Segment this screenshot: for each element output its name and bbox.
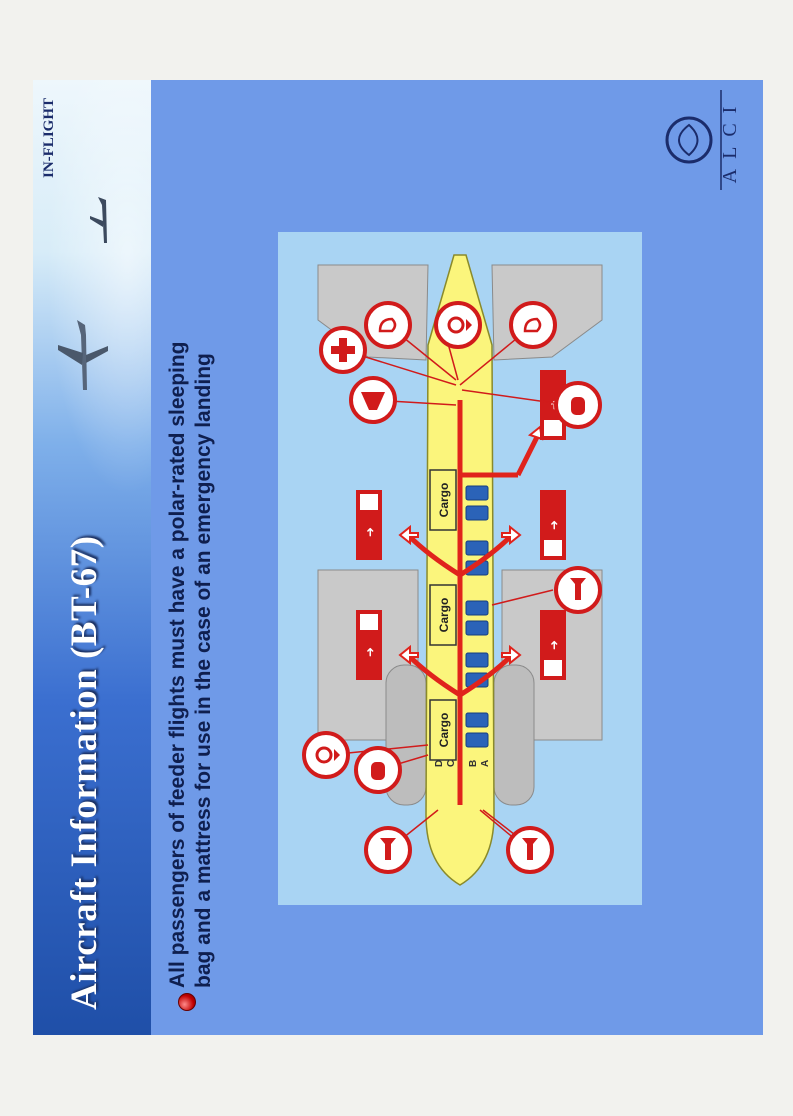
hand-signal-icon-2 xyxy=(509,301,557,349)
fire-extinguisher-icon-2 xyxy=(554,381,602,429)
exit-sign-bottom-1: ➜ xyxy=(540,610,566,680)
svg-text:➜: ➜ xyxy=(547,520,561,530)
hand-signal-icon-1 xyxy=(364,301,412,349)
passenger-seats xyxy=(465,485,489,748)
oxygen-mask-icon-1 xyxy=(302,731,350,779)
over-wing-exit-routes xyxy=(406,533,514,698)
cargo-area-3: Cargo xyxy=(429,469,457,531)
cargo-area-2: Cargo xyxy=(429,584,457,646)
cargo-label-2: Cargo xyxy=(437,598,451,633)
bullet-icon xyxy=(178,993,196,1011)
exit-arrows xyxy=(398,425,544,666)
header-banner: Aircraft Information (BT-67) IN-FLIGHT xyxy=(33,80,151,1035)
seat-letter-c: C xyxy=(446,760,457,767)
bullet-text: All passengers of feeder flights must ha… xyxy=(165,118,217,988)
svg-text:➜: ➜ xyxy=(547,640,561,650)
right-engine xyxy=(493,664,535,806)
svg-text:➜: ➜ xyxy=(363,647,377,657)
flashlight-icon-1 xyxy=(364,826,412,874)
exit-sign-top-2: ➜ xyxy=(356,490,382,560)
svg-text:➜: ➜ xyxy=(547,400,561,410)
svg-text:➜: ➜ xyxy=(363,527,377,537)
bullet-line-2: bag and a mattress for use in the case o… xyxy=(192,353,215,988)
flashlight-icon-2 xyxy=(506,826,554,874)
oxygen-mask-icon-2 xyxy=(434,301,482,349)
logo-text: ALCI xyxy=(719,96,741,184)
fire-extinguisher-icon-1 xyxy=(354,746,402,794)
flashlight-icon-3 xyxy=(554,566,602,614)
aircraft-photo-2-icon xyxy=(90,197,107,243)
megaphone-icon xyxy=(349,376,397,424)
first-aid-kit-icon xyxy=(319,326,367,374)
exit-sign-top-1: ➜ xyxy=(356,610,382,680)
slide-content: Aircraft Information (BT-67) IN-FLIGHT A… xyxy=(33,80,763,1035)
exit-sign-bottom-3: ➜ xyxy=(540,370,566,440)
section-label: IN-FLIGHT xyxy=(41,98,57,179)
aircraft-layout-diagram: Cargo Cargo Cargo D C B A xyxy=(278,232,642,905)
slide: Aircraft Information (BT-67) IN-FLIGHT A… xyxy=(33,80,763,1035)
alci-logo-icon xyxy=(665,90,722,190)
page-title: Aircraft Information (BT-67) xyxy=(64,535,105,1010)
bullet-line-1: All passengers of feeder flights must ha… xyxy=(166,341,189,988)
seat-letter-b: B xyxy=(468,760,479,767)
cargo-label-1: Cargo xyxy=(437,713,451,748)
cargo-label-3: Cargo xyxy=(437,483,451,518)
exit-sign-bottom-2: ➜ xyxy=(540,490,566,560)
aircraft-photo-icon xyxy=(58,320,108,390)
seat-letter-d: D xyxy=(434,760,445,767)
cargo-area-1: Cargo xyxy=(429,699,457,761)
seat-letter-a: A xyxy=(480,760,491,767)
